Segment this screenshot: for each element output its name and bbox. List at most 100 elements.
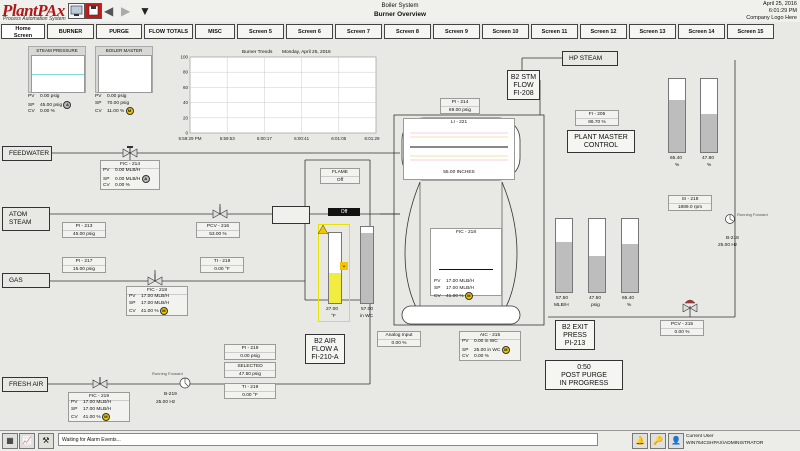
forward-arrow-icon[interactable]: ▶ bbox=[121, 4, 131, 18]
fcv-219-valve-icon[interactable] bbox=[92, 377, 108, 391]
feedwater-tag: FEEDWATER bbox=[2, 146, 52, 161]
alarm-bell-icon[interactable]: 🔔 bbox=[632, 433, 648, 449]
trend-x-tick: 5:59:29 PM bbox=[178, 136, 201, 141]
bar-57-50-value: 57.50 bbox=[556, 296, 569, 301]
screen-title: Burner Overview bbox=[373, 11, 427, 18]
warning-triangle-icon bbox=[318, 225, 328, 234]
nav-button-15[interactable]: Screen 15 bbox=[727, 24, 774, 39]
nav-button-5[interactable]: Screen 5 bbox=[237, 24, 284, 39]
alarm-chevron-icon: ⌄ bbox=[340, 262, 348, 270]
fcv-218-valve-icon[interactable] bbox=[147, 274, 163, 288]
boiler-master-panel[interactable]: BOILER MASTER bbox=[95, 46, 153, 93]
nav-button-13[interactable]: Screen 13 bbox=[629, 24, 676, 39]
bar-47-80-unit: % bbox=[707, 163, 712, 168]
company-logo: Company Logo Here bbox=[746, 15, 797, 21]
air-pressure-value: 57.00 bbox=[361, 307, 374, 312]
alarm-banner[interactable]: Waiting for Alarm Events... bbox=[58, 433, 598, 446]
date-display: April 25, 2016 bbox=[763, 1, 797, 7]
nav-button-1[interactable]: BURNER bbox=[47, 24, 94, 39]
nav-button-9[interactable]: Screen 9 bbox=[433, 24, 480, 39]
bar-57-50 bbox=[555, 218, 573, 293]
bar-57-50-unit: MLB/H bbox=[554, 303, 569, 308]
nav-button-10[interactable]: Screen 10 bbox=[482, 24, 529, 39]
fan-b218-icon[interactable] bbox=[724, 212, 736, 226]
nav-button-14[interactable]: Screen 14 bbox=[678, 24, 725, 39]
current-user-name: WIN764CSHPAX\ADMINISTRATOR bbox=[686, 441, 764, 446]
air-temp-highlight[interactable] bbox=[318, 224, 350, 322]
fcv-214-valve-icon[interactable] bbox=[122, 146, 138, 160]
nav-button-11[interactable]: Screen 11 bbox=[531, 24, 578, 39]
auto-badge-icon: A bbox=[63, 100, 72, 109]
display-icon[interactable] bbox=[68, 3, 85, 19]
bar-65-40-mid bbox=[621, 218, 639, 293]
pcv-216-valve-icon[interactable] bbox=[212, 207, 228, 221]
grid-icon[interactable]: ▦ bbox=[2, 433, 18, 449]
nav-button-8[interactable]: Screen 8 bbox=[384, 24, 431, 39]
steam-pressure-panel[interactable]: STEAM PRESSURE bbox=[28, 46, 86, 93]
current-user-label: Current User bbox=[686, 434, 714, 439]
bar-47-50-value: 47.50 bbox=[589, 296, 602, 301]
manual-badge-icon: M bbox=[125, 107, 134, 115]
nav-button-7[interactable]: Screen 7 bbox=[335, 24, 382, 39]
plantpax-logo: PlantPAx bbox=[2, 1, 65, 20]
auto-badge-icon: A bbox=[141, 174, 150, 183]
air-pressure-unit: in WC bbox=[360, 314, 374, 319]
trend-x-tick: 6:00:41 bbox=[294, 136, 310, 141]
off-status-tag: Off bbox=[328, 208, 360, 216]
manual-badge-icon: M bbox=[101, 413, 110, 421]
back-arrow-icon[interactable]: ◀ bbox=[104, 4, 114, 18]
fan-b219-icon[interactable] bbox=[178, 376, 192, 390]
trend-y-tick: 60 bbox=[183, 85, 189, 90]
bar-47-80 bbox=[700, 78, 718, 153]
pcv-215-valve-icon[interactable] bbox=[682, 298, 698, 312]
nav-button-3[interactable]: FLOW TOTALS bbox=[144, 24, 193, 39]
bar-65-40-mid-unit: % bbox=[627, 303, 632, 308]
user-icon[interactable]: 👤 bbox=[668, 433, 684, 449]
air-temp-unit: °F bbox=[331, 314, 336, 319]
chart-icon[interactable]: 📈 bbox=[19, 433, 35, 449]
manual-badge-icon: M bbox=[501, 345, 510, 354]
dropdown-arrow-icon[interactable]: ▼ bbox=[139, 4, 151, 18]
nav-button-4[interactable]: MISC bbox=[195, 24, 235, 39]
li-221-level-box[interactable]: LI - 221 55.00 INCHES bbox=[403, 118, 515, 180]
bar-47-50-unit: psig bbox=[591, 303, 600, 308]
key-icon[interactable]: 🔑 bbox=[650, 433, 666, 449]
nav-button-12[interactable]: Screen 12 bbox=[580, 24, 627, 39]
nav-button-6[interactable]: Screen 6 bbox=[286, 24, 333, 39]
save-icon[interactable] bbox=[85, 3, 102, 19]
tools-icon[interactable]: ⚒ bbox=[38, 433, 54, 449]
fan-b218-state: Running Forward bbox=[737, 212, 768, 217]
air-pressure-bar bbox=[360, 226, 374, 304]
header-bar bbox=[0, 0, 800, 22]
nav-button-2[interactable]: PURGE bbox=[96, 24, 142, 39]
